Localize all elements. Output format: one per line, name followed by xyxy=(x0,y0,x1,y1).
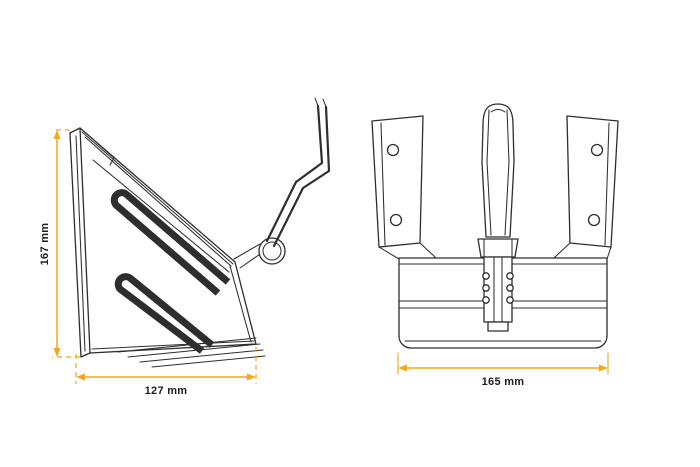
dimension-right-width: 165 mm xyxy=(397,352,609,388)
mounting-bracket-right xyxy=(553,115,619,260)
bracket-left-hole-bottom xyxy=(389,213,403,227)
element-coil-loops xyxy=(482,272,514,304)
lead-wires xyxy=(265,97,331,248)
base-outline xyxy=(398,257,608,349)
arrowhead-left xyxy=(398,364,407,372)
arrowhead-up xyxy=(53,130,61,139)
folded-bottom-lip-lines xyxy=(117,337,266,368)
bracket-left-outline xyxy=(371,115,424,248)
bracket-right-hole-top xyxy=(590,143,604,157)
bracket-left-connector xyxy=(378,242,437,260)
bracket-left-fold-line xyxy=(380,122,386,246)
bracket-right-connector xyxy=(553,242,612,260)
plate-face xyxy=(79,127,257,354)
plate-edge-detail-lines xyxy=(75,131,255,352)
arrowhead-right xyxy=(599,364,608,372)
dimension-annotations: 167 mm 127 mm 165 mm xyxy=(39,129,609,397)
bracket-left-hole-top xyxy=(386,143,400,157)
right-front-view xyxy=(371,103,619,349)
center-handle xyxy=(477,103,519,332)
arrowhead-right xyxy=(247,373,256,381)
arrowhead-left xyxy=(76,373,85,381)
dimension-label-width-right: 165 mm xyxy=(482,376,525,388)
hairpin-element-upper xyxy=(110,189,231,296)
lead-wire-2 xyxy=(272,105,331,248)
dimension-label-height: 167 mm xyxy=(39,223,51,266)
wire-tip-1 xyxy=(314,97,319,107)
wire-tip-2 xyxy=(322,98,327,108)
mounting-bracket-left xyxy=(371,115,437,260)
hairpin-element-lower xyxy=(114,273,215,354)
arrowhead-down xyxy=(53,348,61,357)
lead-wire-1 xyxy=(265,104,324,243)
ring-arm-lines xyxy=(233,243,264,269)
handle-grip-inner-lines xyxy=(486,108,510,236)
bracket-right-outline xyxy=(566,115,619,248)
bracket-right-hole-bottom xyxy=(587,213,601,227)
dimension-left-height: 167 mm xyxy=(39,129,80,358)
left-perspective-view xyxy=(69,97,331,368)
dimension-left-width: 127 mm xyxy=(75,347,257,397)
bracket-right-fold-line xyxy=(604,122,610,246)
plate-left-edge xyxy=(69,127,91,358)
handle-collar-detail xyxy=(483,238,513,258)
ring-inner xyxy=(262,241,282,261)
handle-grip xyxy=(481,103,515,238)
dimension-label-width-left: 127 mm xyxy=(145,385,188,397)
handle-stem-detail xyxy=(493,256,503,323)
handle-collar xyxy=(477,238,519,258)
handle-stem-foot xyxy=(487,321,509,332)
